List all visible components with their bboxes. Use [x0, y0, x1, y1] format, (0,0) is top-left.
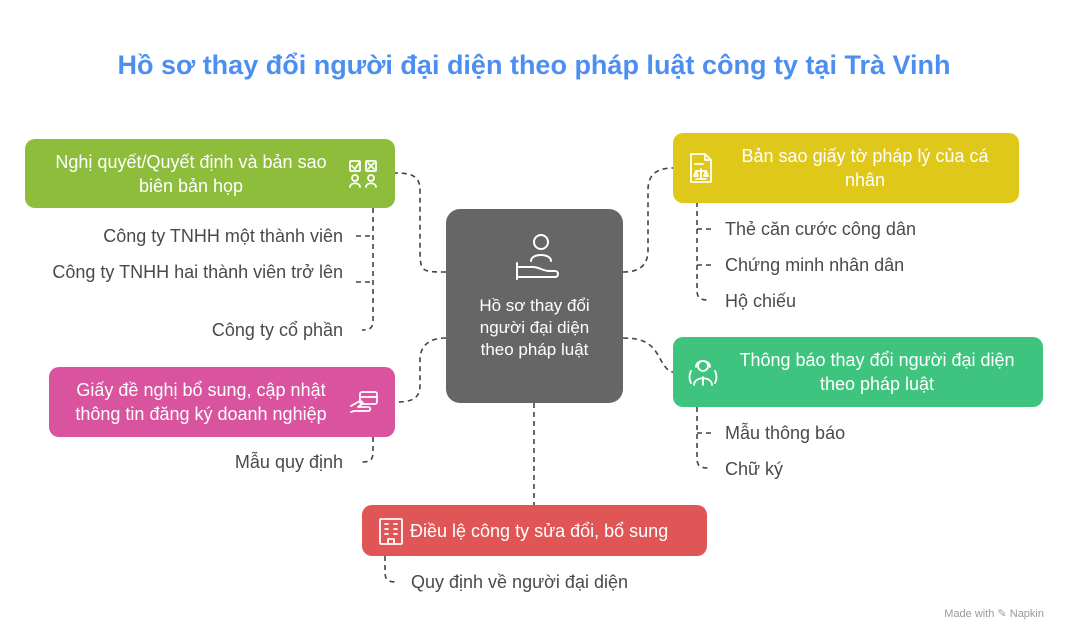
- legal-docs-item-1: Thẻ căn cước công dân: [725, 219, 916, 239]
- bracket-notice: [696, 407, 709, 469]
- legal-docs-item-2: Chứng minh nhân dân: [725, 255, 905, 275]
- link-center-request: [394, 337, 447, 403]
- diagram-title: Hồ sơ thay đổi người đại diện theo pháp …: [117, 50, 951, 80]
- branch-resolution: Nghị quyết/Quyết định và bản sao biên bả…: [25, 139, 395, 208]
- hand-person-icon: [515, 234, 559, 280]
- link-center-legaldocs: [622, 167, 674, 273]
- center-label: Hồ sơ thay đổi người đại diện theo pháp …: [479, 296, 590, 359]
- branch-legal-docs: Bản sao giấy tờ pháp lý của cá nhân: [673, 133, 1019, 203]
- link-center-notice: [622, 337, 674, 373]
- branch-charter: Điều lệ công ty sửa đổi, bổ sung: [362, 505, 707, 556]
- branch-legal-docs-label: Bản sao giấy tờ pháp lý của cá nhân: [741, 146, 989, 190]
- branch-request-label: Giấy đề nghị bổ sung, cập nhật thông tin…: [75, 380, 327, 424]
- branch-request: Giấy đề nghị bổ sung, cập nhật thông tin…: [49, 367, 395, 437]
- hand-card-icon: [350, 391, 378, 413]
- branch-charter-label: Điều lệ công ty sửa đổi, bổ sung: [410, 520, 669, 541]
- notice-item-2: Chữ ký: [725, 459, 784, 479]
- bracket-charter: [384, 556, 397, 583]
- resolution-item-1: Công ty TNHH một thành viên: [103, 226, 343, 246]
- branch-notice: Thông báo thay đổi người đại diện theo p…: [673, 337, 1043, 407]
- link-center-resolution: [394, 172, 447, 273]
- branch-notice-label: Thông báo thay đổi người đại diện theo p…: [739, 350, 1015, 394]
- legal-docs-item-3: Hộ chiếu: [725, 291, 797, 311]
- resolution-item-3: Công ty cổ phần: [211, 320, 343, 340]
- bracket-resolution: [361, 208, 374, 331]
- branch-resolution-label: Nghị quyết/Quyết định và bản sao biên bả…: [55, 151, 327, 196]
- charter-item-1: Quy định về người đại diện: [411, 572, 628, 592]
- bracket-legaldocs: [696, 202, 709, 301]
- footer-credit: Made with ✎ Napkin: [944, 608, 1044, 620]
- document-scale-icon: [690, 153, 712, 183]
- checklist-icon: [349, 159, 377, 188]
- request-item-1: Mẫu quy định: [234, 452, 343, 472]
- resolution-item-2: Công ty TNHH hai thành viên trở lên: [52, 262, 343, 282]
- center-node: Hồ sơ thay đổi người đại diện theo pháp …: [446, 209, 623, 403]
- building-icon: [379, 517, 403, 545]
- bracket-request: [361, 437, 374, 463]
- person-announce-icon: [688, 360, 718, 386]
- notice-item-1: Mẫu thông báo: [725, 423, 846, 443]
